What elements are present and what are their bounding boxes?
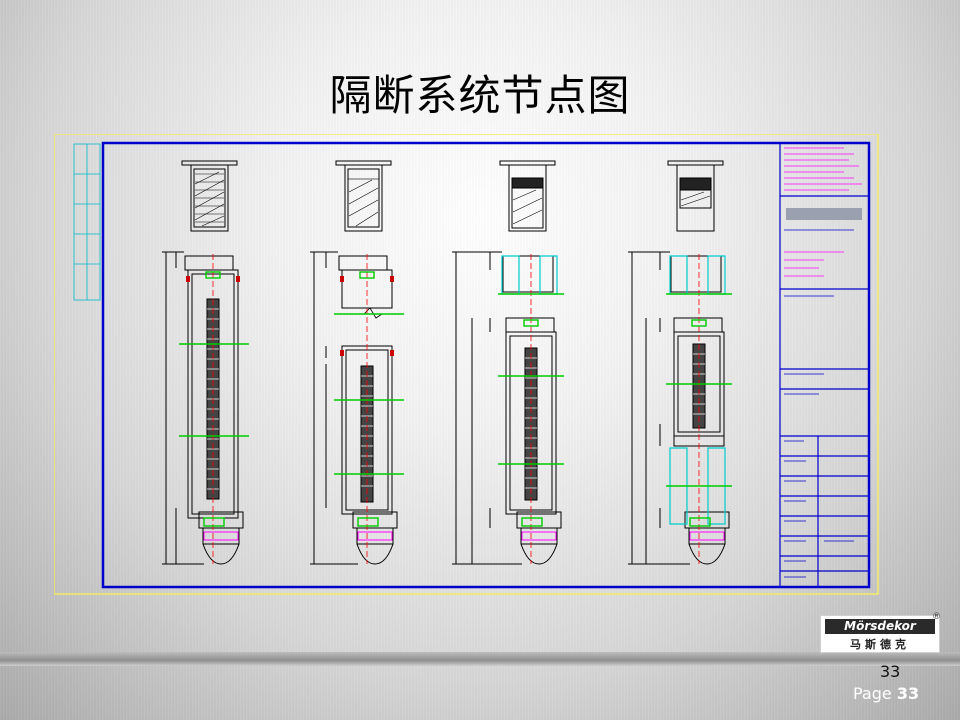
title-block — [779, 143, 869, 587]
base-1 — [203, 531, 239, 541]
page-number: 33 — [896, 684, 920, 703]
outer-frame — [54, 134, 879, 595]
plan-view-2 — [335, 160, 392, 232]
green-marks-3 — [498, 293, 564, 527]
title-block-notes — [784, 147, 862, 277]
partition-detail-drawing — [54, 134, 879, 595]
plan-view-3 — [499, 160, 556, 232]
base-2 — [357, 531, 393, 541]
page-indicator: Page 33 — [853, 684, 919, 703]
footer-band — [0, 652, 960, 666]
base-3 — [521, 531, 557, 541]
cyan-profile-3 — [501, 255, 558, 295]
title-block-marks — [784, 229, 854, 578]
green-marks-2 — [334, 271, 404, 527]
red-marks-1 — [186, 276, 240, 282]
base-4 — [689, 531, 725, 541]
section-detail-2 — [310, 160, 404, 565]
left-revision-strip — [73, 143, 101, 301]
brand-logo: Mörsdekor ® 马斯德克 — [820, 612, 941, 653]
page-label: Page — [853, 684, 892, 703]
plan-view-4 — [667, 160, 724, 232]
page-title: 隔断系统节点图 — [329, 71, 631, 120]
logo-latin-name: Mörsdekor — [825, 619, 935, 634]
section-detail-4 — [628, 160, 732, 565]
section-detail-1 — [162, 160, 249, 565]
registered-mark: ® — [932, 612, 941, 622]
green-marks-1 — [179, 271, 249, 527]
elevation-2 — [310, 251, 398, 565]
slide-number: 33 — [880, 662, 901, 681]
plan-view-1 — [181, 160, 238, 232]
elevation-4 — [628, 251, 730, 565]
section-detail-3 — [452, 160, 564, 565]
red-marks-2 — [340, 276, 394, 356]
green-marks-4 — [666, 293, 732, 527]
inner-frame — [101, 141, 871, 589]
elevation-1 — [162, 251, 244, 565]
title-block-logo — [786, 208, 862, 220]
logo-chinese-name: 马斯德克 — [850, 638, 910, 651]
elevation-3 — [452, 251, 562, 565]
